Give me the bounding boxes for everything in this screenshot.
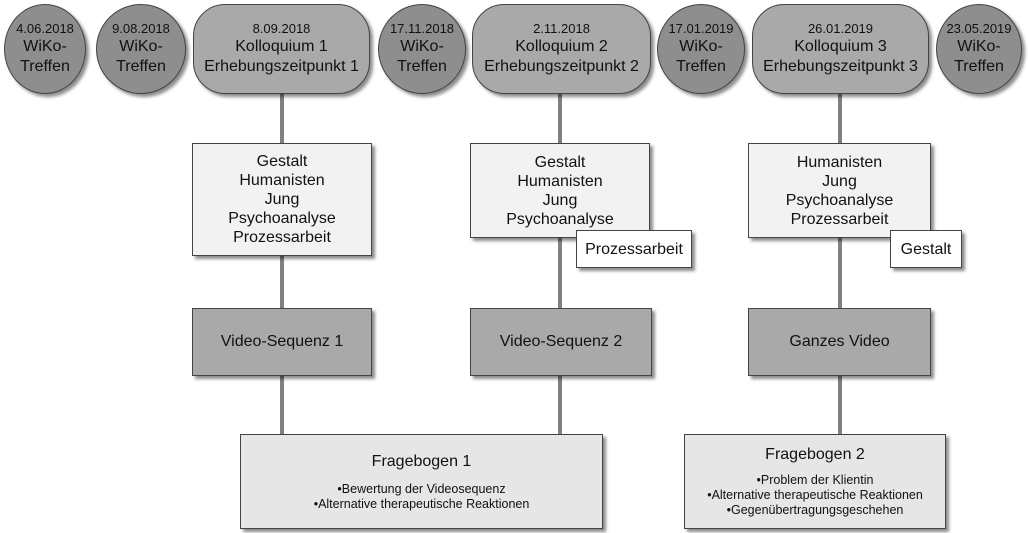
questionnaire-item: •Alternative therapeutische Reaktionen — [313, 496, 530, 511]
timeline-event-wiko-5: 23.05.2019 WiKo- Treffen — [936, 4, 1022, 94]
event-date: 2.11.2018 — [533, 21, 590, 36]
school-item-extra: Prozessarbeit — [585, 240, 683, 258]
connector-v1-f1 — [280, 376, 284, 434]
timeline-event-kolloquium-2: 2.11.2018 Kolloquium 2 Erhebungszeitpunk… — [472, 4, 651, 94]
school-item-extra: Gestalt — [900, 240, 952, 258]
school-item: Humanisten — [796, 153, 883, 171]
video-label: Ganzes Video — [789, 333, 890, 350]
school-item: Prozessarbeit — [790, 210, 889, 228]
event-date: 9.08.2018 — [112, 21, 170, 36]
event-label-line1: WiKo- — [119, 38, 163, 55]
event-label-line2: Erhebungszeitpunkt 1 — [204, 58, 359, 75]
questionnaire-item: •Problem der Klientin — [756, 473, 874, 487]
connector-v3-f2 — [838, 376, 842, 434]
event-label-line2: Treffen — [116, 58, 166, 75]
school-item: Psychoanalyse — [228, 210, 336, 227]
event-label-line2: Treffen — [397, 58, 447, 75]
event-label-line2: Treffen — [20, 58, 70, 75]
event-label-line1: Kolloquium 2 — [515, 38, 608, 55]
school-item: Psychoanalyse — [506, 210, 614, 228]
video-box-3: Ganzes Video — [748, 308, 931, 376]
event-date: 8.09.2018 — [252, 21, 311, 36]
event-label-line2: Treffen — [676, 58, 726, 75]
event-label-line1: Kolloquium 3 — [794, 38, 887, 55]
questionnaire-box-1: Fragebogen 1 •Bewertung der Videosequenz… — [240, 434, 603, 529]
school-item: Psychoanalyse — [785, 191, 894, 209]
questionnaire-item: •Bewertung der Videosequenz — [337, 481, 506, 496]
event-date: 17.01.2019 — [668, 21, 734, 36]
timeline-event-kolloquium-3: 26.01.2019 Kolloquium 3 Erhebungszeitpun… — [752, 4, 929, 94]
schools-box-kolloquium-1: Gestalt Humanisten Jung Psychoanalyse Pr… — [192, 143, 372, 256]
event-date: 17.11.2018 — [389, 21, 455, 36]
schools-box-kolloquium-2: Gestalt Humanisten Jung Psychoanalyse — [470, 143, 650, 238]
event-label-line2: Treffen — [954, 58, 1004, 75]
event-label-line2: Erhebungszeitpunkt 3 — [763, 58, 918, 75]
connector-k1-video — [280, 256, 284, 308]
event-label-line1: WiKo- — [957, 38, 1001, 55]
connector-k1-schools — [280, 94, 284, 144]
event-label-line2: Erhebungszeitpunkt 2 — [484, 58, 639, 75]
video-label: Video-Sequenz 1 — [220, 333, 344, 350]
timeline-event-wiko-2: 9.08.2018 WiKo- Treffen — [96, 4, 186, 94]
timeline-event-wiko-3: 17.11.2018 WiKo- Treffen — [378, 4, 466, 94]
connector-k3-schools — [838, 94, 842, 144]
event-date: 4.06.2018 — [16, 21, 74, 36]
school-item: Jung — [542, 191, 578, 209]
schools-tag-kolloquium-2: Prozessarbeit — [576, 230, 692, 268]
event-label-line1: WiKo- — [679, 38, 723, 55]
event-label-line1: Kolloquium 1 — [235, 38, 328, 55]
questionnaire-title: Fragebogen 1 — [371, 452, 472, 470]
school-item: Prozessarbeit — [233, 229, 331, 246]
connector-k3-video — [838, 238, 842, 308]
school-item: Jung — [264, 191, 300, 208]
event-label-line1: WiKo- — [400, 38, 444, 55]
questionnaire-box-2: Fragebogen 2 •Problem der Klientin •Alte… — [684, 434, 946, 529]
school-item: Humanisten — [239, 172, 325, 189]
questionnaire-item: •Gegenübertragungsgeschehen — [726, 503, 904, 517]
connector-v2-f1 — [558, 376, 562, 434]
video-label: Video-Sequenz 2 — [499, 333, 623, 350]
questionnaire-item: •Alternative therapeutische Reaktionen — [707, 488, 923, 502]
video-box-2: Video-Sequenz 2 — [470, 308, 652, 376]
school-item: Humanisten — [517, 172, 603, 190]
schools-tag-kolloquium-3: Gestalt — [890, 230, 962, 268]
schools-box-kolloquium-3: Humanisten Jung Psychoanalyse Prozessarb… — [748, 143, 931, 238]
connector-k2-schools — [558, 94, 562, 144]
questionnaire-title: Fragebogen 2 — [765, 446, 865, 463]
video-box-1: Video-Sequenz 1 — [192, 308, 372, 376]
event-label-line1: WiKo- — [23, 38, 67, 55]
timeline-event-kolloquium-1: 8.09.2018 Kolloquium 1 Erhebungszeitpunk… — [193, 4, 370, 94]
event-date: 26.01.2019 — [807, 21, 874, 36]
timeline-event-wiko-4: 17.01.2019 WiKo- Treffen — [657, 4, 745, 94]
timeline-event-wiko-1: 4.06.2018 WiKo- Treffen — [4, 4, 86, 94]
school-item: Gestalt — [534, 153, 586, 171]
connector-k2-video — [558, 238, 562, 308]
event-date: 23.05.2019 — [946, 21, 1012, 36]
school-item: Jung — [822, 172, 857, 190]
school-item: Gestalt — [256, 153, 308, 170]
